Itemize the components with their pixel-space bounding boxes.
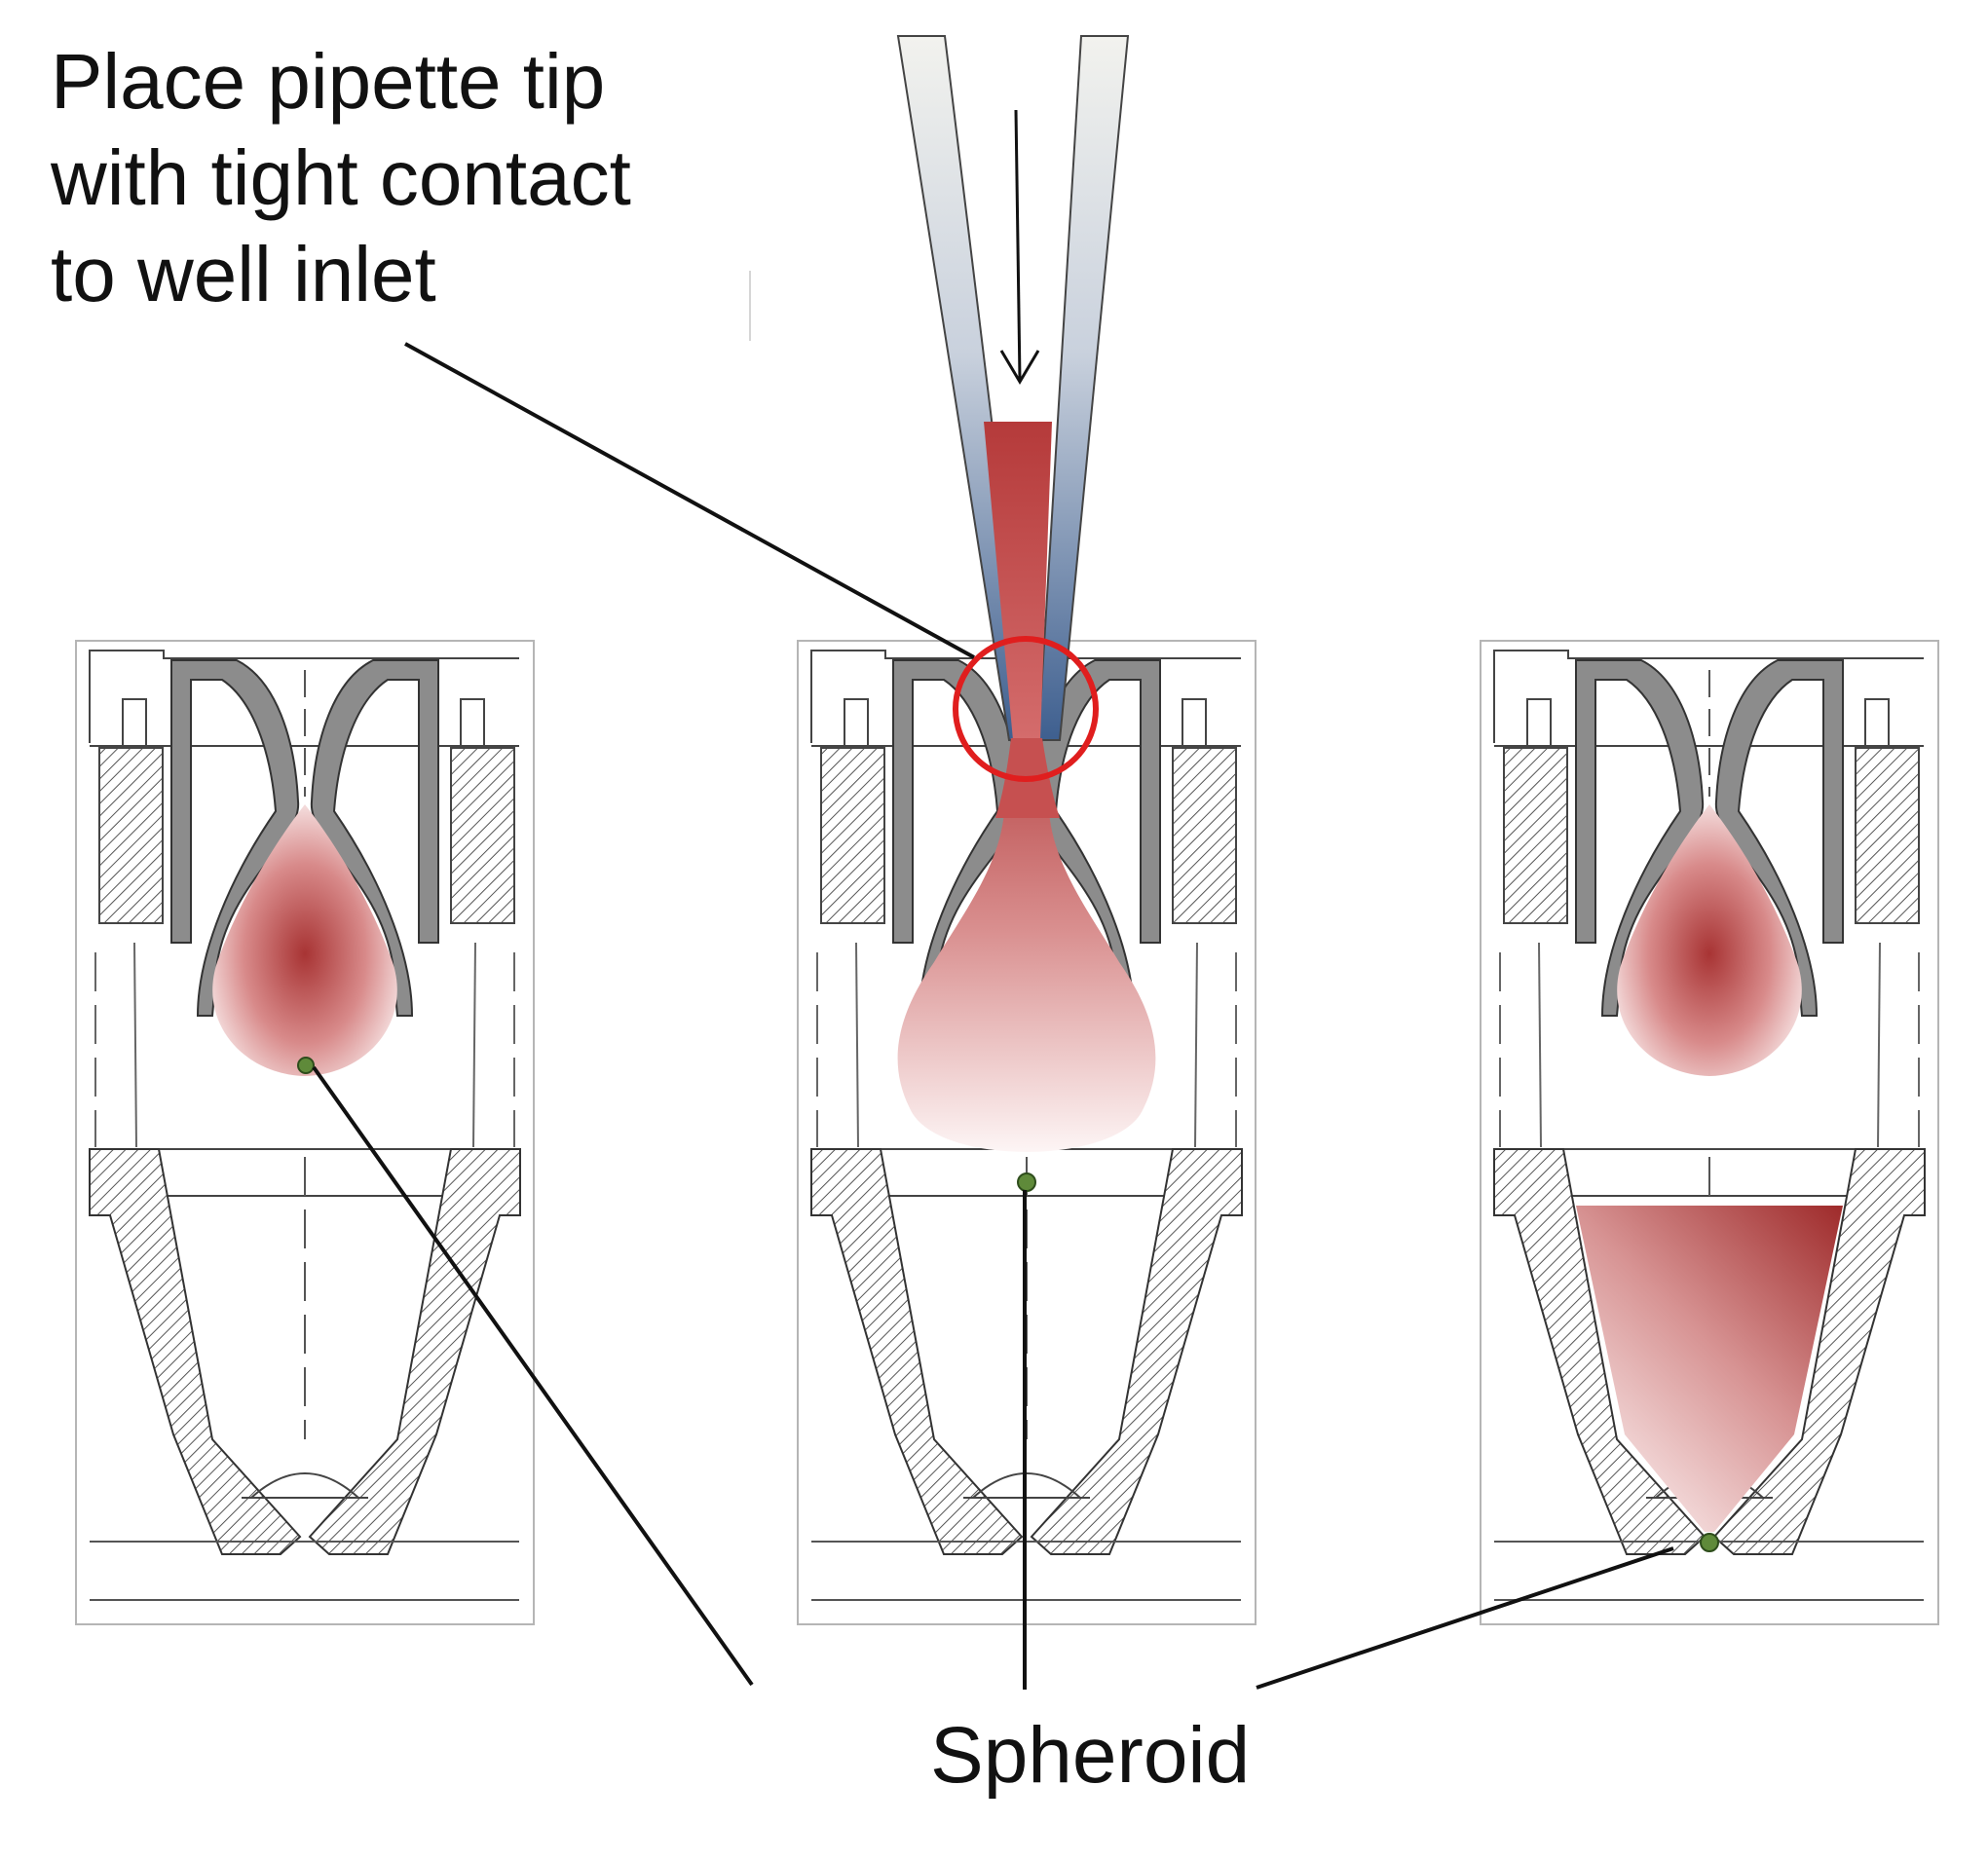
spheroid-label: Spheroid	[930, 1711, 1251, 1800]
hanging-drop	[212, 804, 397, 1076]
down-arrow-icon	[999, 109, 1040, 385]
spheroid-3	[1700, 1533, 1719, 1552]
instruction-line-1: Place pipette tip	[51, 38, 606, 125]
spheroid-1	[297, 1057, 315, 1074]
panel-before-transfer	[75, 640, 535, 1625]
inlet-highlight-circle	[953, 636, 1099, 782]
spheroid-leader-line-1	[312, 1065, 754, 1687]
instruction-leader-line	[404, 342, 975, 659]
spheroid-leader-line-3	[1256, 1546, 1674, 1690]
well-cross-section	[75, 640, 535, 1625]
pipette-tip	[896, 35, 1130, 818]
enlarged-drop	[897, 748, 1156, 1152]
hanging-drop	[1617, 804, 1802, 1076]
instruction-line-2: with tight contact	[51, 134, 631, 221]
instruction-label: Place pipette tip with tight contact to …	[51, 33, 631, 322]
panel-after-transfer	[1480, 640, 1939, 1625]
instruction-line-3: to well inlet	[51, 231, 436, 317]
tip-medium	[984, 422, 1052, 740]
spheroid-2	[1017, 1172, 1036, 1192]
filled-receiver-well	[1576, 1206, 1843, 1532]
